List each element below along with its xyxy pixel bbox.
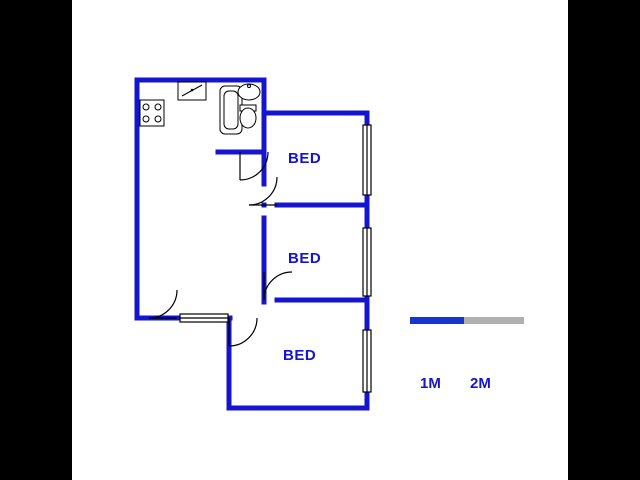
kitchen-sink-fixture [177, 81, 207, 101]
room-label-bed-3: BED [283, 347, 317, 364]
scale-label-1m: 1M [420, 375, 441, 392]
room-label-bed-2: BED [288, 250, 322, 267]
door-swing-bed1 [248, 176, 278, 206]
scale-label-2m: 2M [470, 375, 491, 392]
walls [134, 77, 370, 411]
doors [148, 151, 293, 347]
door-swing-entry [148, 289, 178, 319]
windows [179, 124, 372, 393]
floorplan-drawing [134, 77, 524, 411]
toilet-fixture [239, 104, 257, 129]
room-label-bed-1: BED [288, 150, 322, 167]
bathtub-fixture [219, 85, 243, 135]
floorplan-canvas: BED BED BED 1M 2M [72, 0, 568, 480]
stove-fixture [139, 99, 165, 127]
scale-bar [410, 317, 524, 324]
basin-fixture [237, 83, 261, 101]
door-swing-bed3 [228, 317, 258, 347]
door-swing-bed2 [263, 271, 293, 301]
scale-bar-segment-1 [410, 317, 464, 324]
inner-walls [261, 113, 267, 152]
scale-bar-segment-2 [464, 317, 524, 324]
door-swing-bath [239, 151, 269, 181]
